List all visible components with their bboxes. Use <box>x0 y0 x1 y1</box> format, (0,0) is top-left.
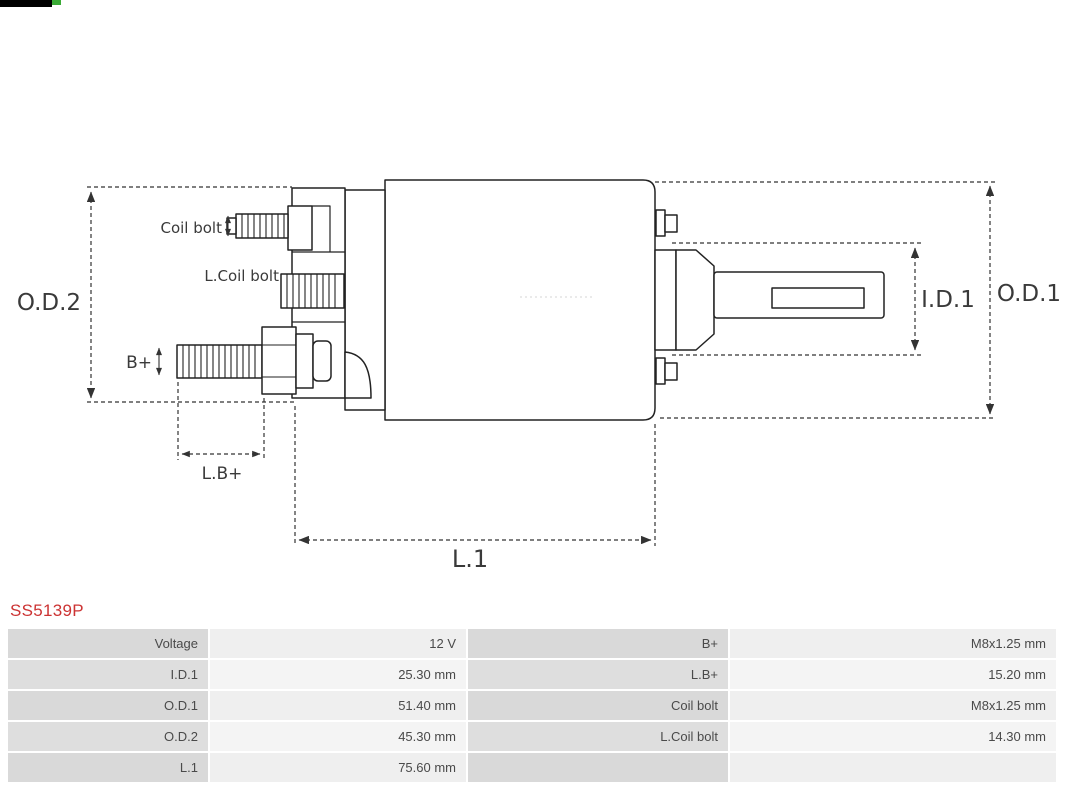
spec-label-cell: O.D.1 <box>8 691 208 720</box>
spec-value-cell: 15.20 mm <box>730 660 1056 689</box>
table-row: L.1 75.60 mm <box>8 753 1056 782</box>
b-plus-label: B+ <box>126 353 152 373</box>
plunger-slot <box>771 287 865 309</box>
table-row: Voltage 12 V B+ M8x1.25 mm <box>8 629 1056 658</box>
spec-label-cell: Voltage <box>8 629 208 658</box>
cap-bottom-curve <box>344 351 372 399</box>
coil-bolt-base <box>287 205 313 251</box>
logo-accent <box>52 0 61 5</box>
logo-bar <box>0 0 52 7</box>
right-stud-bottom-cap <box>664 362 678 381</box>
table-row: O.D.1 51.40 mm Coil bolt M8x1.25 mm <box>8 691 1056 720</box>
spec-label-cell <box>468 753 728 782</box>
bushing-thread-hatch <box>286 274 336 308</box>
diagram-wrap: O.D.2 O.D.1 I.D.1 L.1 L.B+ B+ Coil bolt … <box>17 179 1061 573</box>
right-stud-top-cap <box>664 214 678 233</box>
plunger-taper <box>675 249 715 351</box>
table-row: O.D.2 45.30 mm L.Coil bolt 14.30 mm <box>8 722 1056 751</box>
solenoid-body <box>384 179 656 421</box>
solenoid-technical-diagram: O.D.2 O.D.1 I.D.1 L.1 L.B+ B+ Coil bolt … <box>17 179 1061 573</box>
right-stud-bottom <box>655 357 666 385</box>
coil-bolt-stud <box>235 213 289 239</box>
plunger-collar <box>654 249 677 351</box>
lb-plus-label: L.B+ <box>202 464 243 484</box>
lb-plus-extension-lines <box>177 382 265 460</box>
b-plus-washer <box>295 333 314 389</box>
b-plus-nut <box>261 326 297 395</box>
spec-label-cell: B+ <box>468 629 728 658</box>
spec-label-cell: O.D.2 <box>8 722 208 751</box>
spec-value-cell: 75.60 mm <box>210 753 466 782</box>
spec-value-cell: 51.40 mm <box>210 691 466 720</box>
od1-label: O.D.1 <box>997 281 1061 307</box>
coil-bolt-label: Coil bolt <box>160 219 222 237</box>
od2-extension-lines <box>87 186 296 403</box>
part-number: SS5139P <box>10 601 84 620</box>
b-plus-collar <box>312 340 332 382</box>
od1-extension-lines <box>655 181 996 419</box>
spec-label-cell: Coil bolt <box>468 691 728 720</box>
spec-value-cell: M8x1.25 mm <box>730 629 1056 658</box>
b-plus-thread-hatch <box>182 345 256 378</box>
spec-value-cell: M8x1.25 mm <box>730 691 1056 720</box>
cap-step-lines <box>292 205 345 323</box>
coil-bolt-bushing <box>280 273 345 309</box>
b-plus-nut-facets <box>262 344 296 378</box>
spec-table: Voltage 12 V B+ M8x1.25 mm I.D.1 25.30 m… <box>6 627 1058 784</box>
spec-value-cell <box>730 753 1056 782</box>
od2-label: O.D.2 <box>17 290 81 316</box>
l1-extension-lines <box>294 406 656 546</box>
logo-fragment <box>0 0 61 7</box>
spec-label-cell: L.1 <box>8 753 208 782</box>
coil-bolt-thread-hatch <box>241 214 285 238</box>
l1-label: L.1 <box>452 545 488 573</box>
spec-value-cell: 14.30 mm <box>730 722 1056 751</box>
l-coil-bolt-label: L.Coil bolt <box>204 267 279 285</box>
spec-value-cell: 25.30 mm <box>210 660 466 689</box>
spec-value-cell: 45.30 mm <box>210 722 466 751</box>
spec-value-cell: 12 V <box>210 629 466 658</box>
id1-label: I.D.1 <box>921 287 975 313</box>
right-stud-top <box>655 209 666 237</box>
spec-label-cell: L.Coil bolt <box>468 722 728 751</box>
spec-label-cell: L.B+ <box>468 660 728 689</box>
spec-label-cell: I.D.1 <box>8 660 208 689</box>
table-row: I.D.1 25.30 mm L.B+ 15.20 mm <box>8 660 1056 689</box>
